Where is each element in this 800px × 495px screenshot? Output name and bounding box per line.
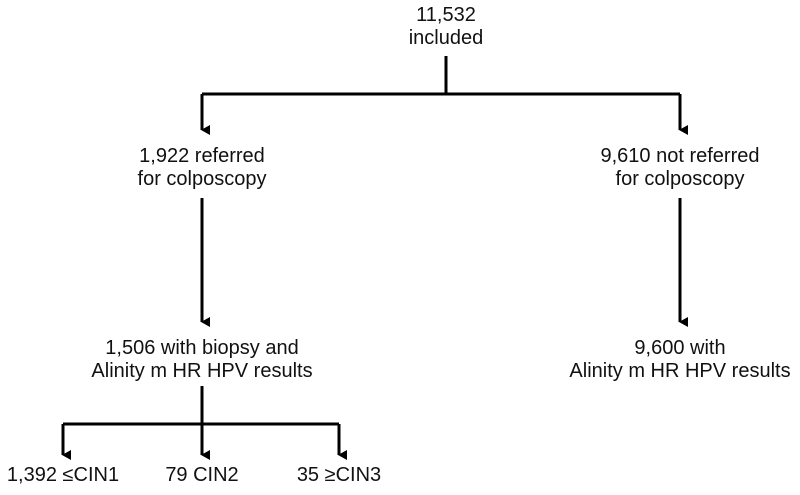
hpv-results-line2: Alinity m HR HPV results [569,360,791,382]
outcome-cin1-label: 1,392 ≤CIN1 [6,464,120,486]
referred-line1: 1,922 referred [139,145,265,167]
hpv-results-node: 9,600 with Alinity m HR HPV results [530,337,800,383]
biopsy-line1: 1,506 with biopsy and [105,337,299,359]
root-count: 11,532 [416,4,476,26]
biopsy-line2: Alinity m HR HPV results [91,360,313,382]
root-node: 11,532 included [346,4,546,50]
not-referred-line1: 9,610 not referred [600,145,760,167]
referred-node: 1,922 referred for colposcopy [82,145,322,191]
biopsy-node: 1,506 with biopsy and Alinity m HR HPV r… [52,337,352,383]
outcome-cin2-label: 79 CIN2 [165,464,239,486]
outcome-cin2: 79 CIN2 [142,464,262,487]
outcome-cin1: 1,392 ≤CIN1 [0,464,126,487]
outcome-cin3: 35 ≥CIN3 [279,464,399,487]
not-referred-node: 9,610 not referred for colposcopy [560,145,800,191]
not-referred-line2: for colposcopy [615,168,745,190]
referred-line2: for colposcopy [137,168,267,190]
hpv-results-line1: 9,600 with [634,337,726,359]
root-label: included [408,27,484,49]
outcome-cin3-label: 35 ≥CIN3 [296,464,382,486]
